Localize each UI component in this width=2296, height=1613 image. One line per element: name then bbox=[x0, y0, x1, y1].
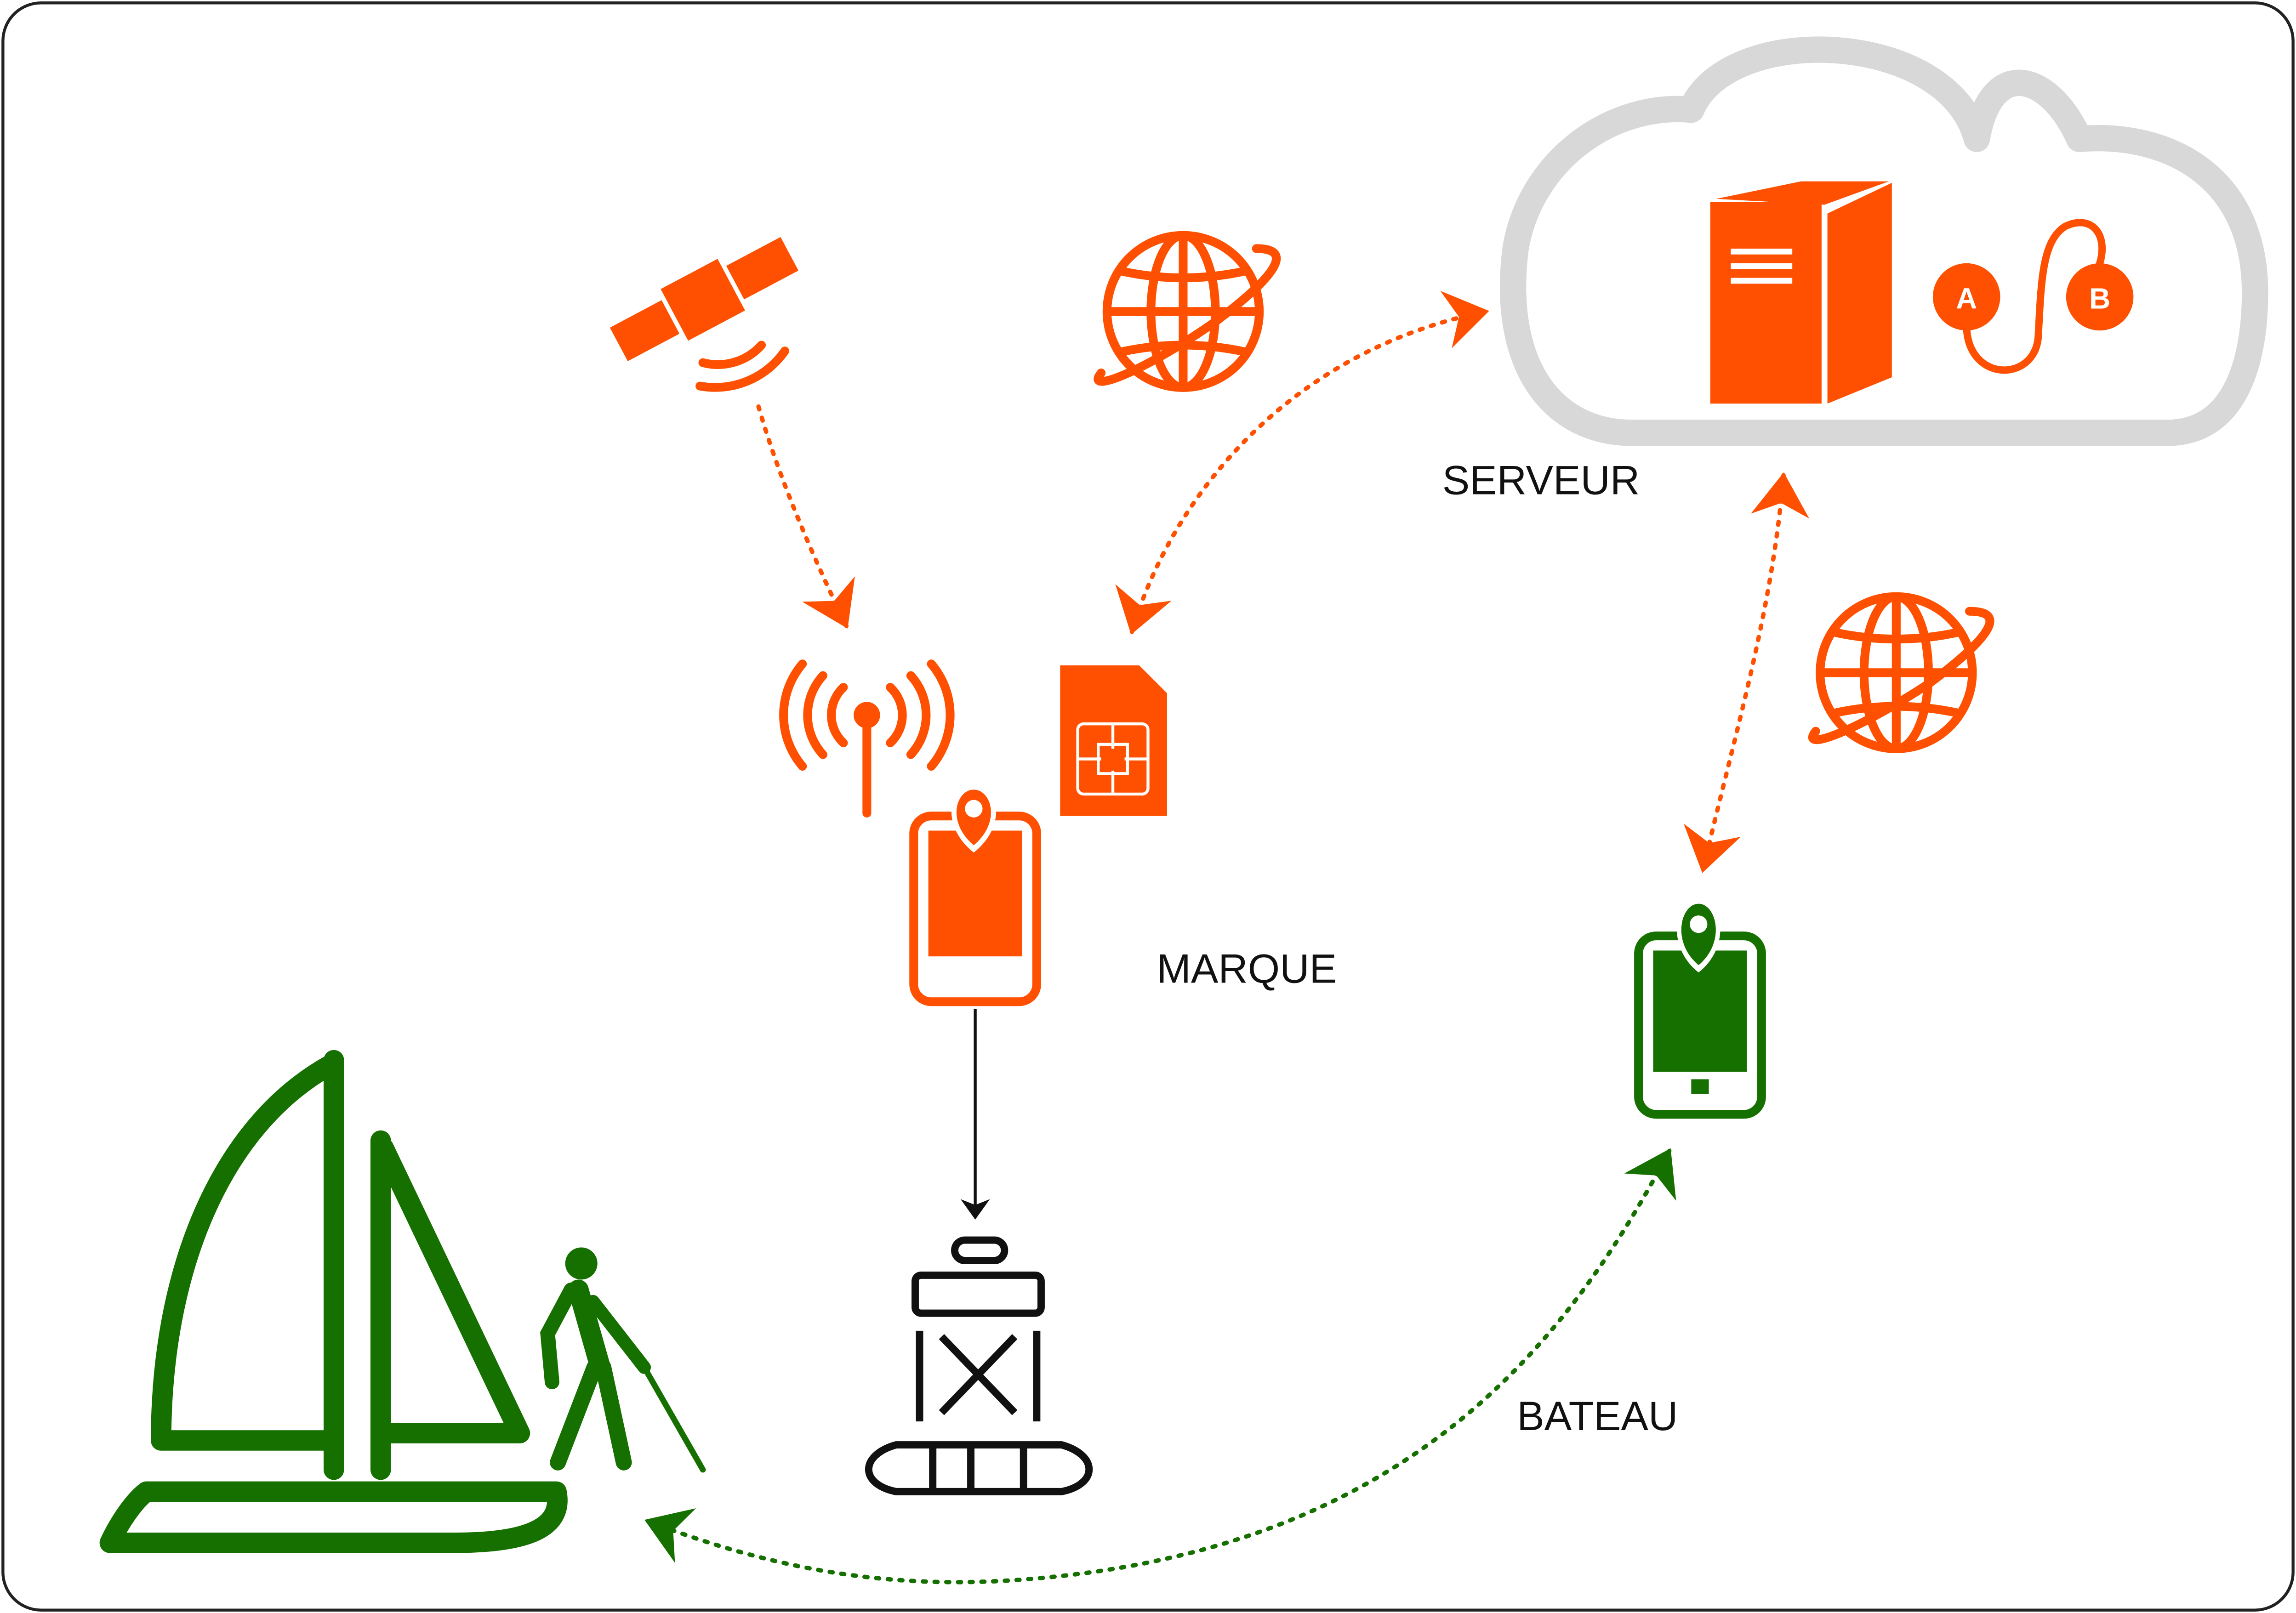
route-icon: A B bbox=[1932, 219, 2134, 374]
boat-label: BATEAU bbox=[1517, 1393, 1678, 1439]
gps-tracker-icon bbox=[909, 782, 1041, 1006]
server-icon bbox=[1710, 181, 1892, 404]
route-point-a: A bbox=[1956, 282, 1977, 315]
sailboat-icon bbox=[99, 1050, 568, 1553]
satellite-to-tag-arrow bbox=[756, 404, 855, 629]
smartphone-icon bbox=[1634, 896, 1766, 1119]
tag-label: MARQUE bbox=[1157, 946, 1337, 992]
sim-card-icon bbox=[1060, 665, 1167, 816]
satellite-icon bbox=[610, 237, 798, 392]
antenna-icon bbox=[779, 659, 955, 818]
server-to-phone-arrow bbox=[1683, 472, 1810, 873]
cloud-icon bbox=[1500, 36, 2268, 446]
globe-icon bbox=[1808, 592, 1994, 753]
server-label: SERVEUR bbox=[1442, 457, 1640, 503]
phone-to-boat-arrow bbox=[644, 1148, 1676, 1585]
route-point-b: B bbox=[2089, 282, 2110, 315]
